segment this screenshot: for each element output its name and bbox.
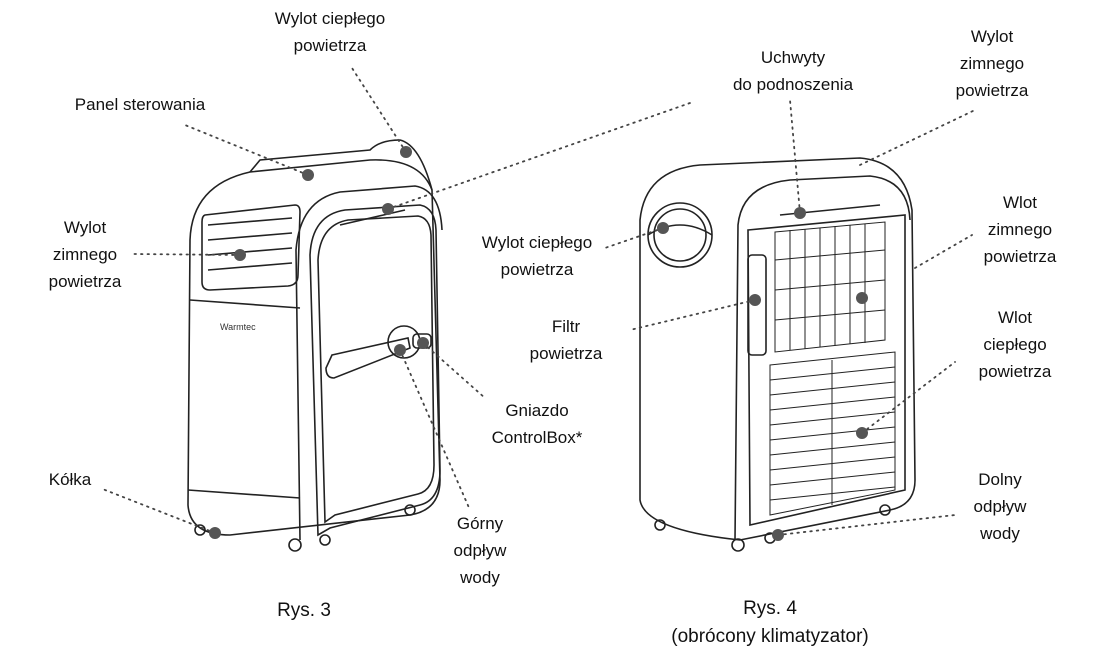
caption-fig3: Rys. 3 <box>277 600 331 621</box>
leader-lines <box>99 67 976 536</box>
callout-dots <box>209 146 868 541</box>
label-control-panel: Panel sterowania <box>74 95 206 114</box>
unit-rear-view <box>639 157 916 552</box>
brand-logo: Warmtec <box>220 322 256 332</box>
caption-fig4: Rys. 4(obrócony klimatyzator) <box>671 598 869 647</box>
unit-front-view <box>187 139 443 552</box>
label-wheels: Kółka <box>48 470 92 489</box>
